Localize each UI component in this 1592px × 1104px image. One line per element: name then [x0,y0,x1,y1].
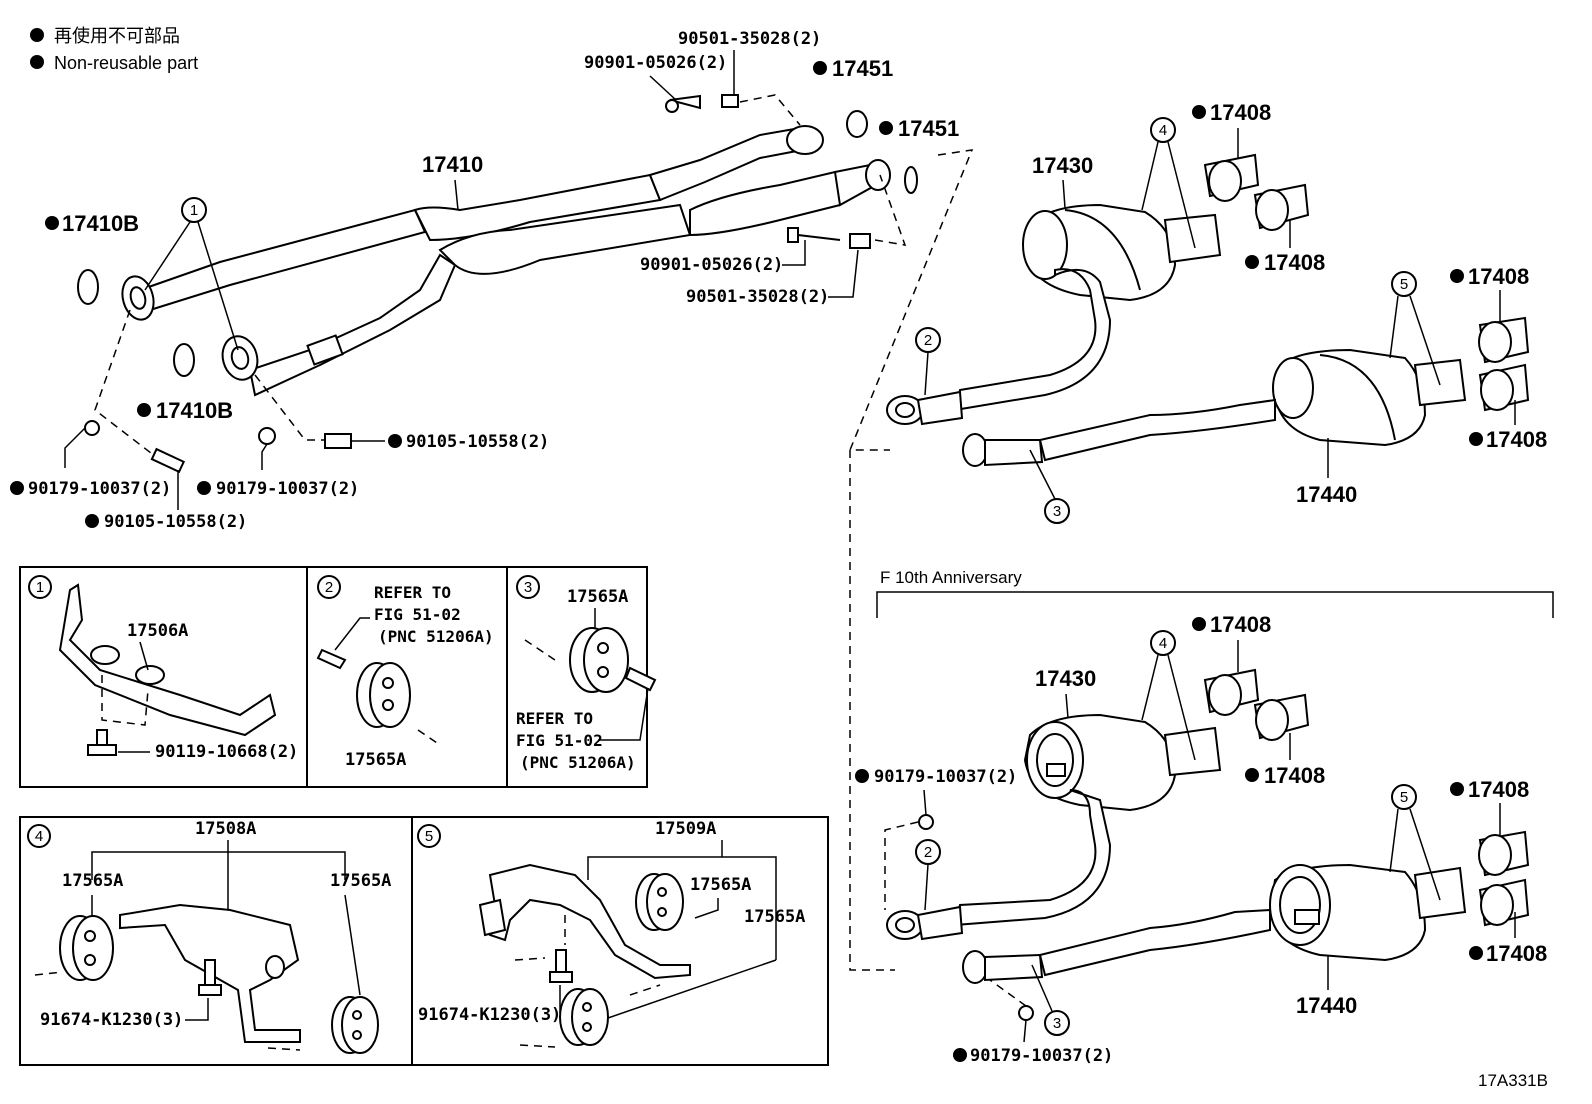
part-label-17451-2: 17451 [898,116,959,141]
legend-dot-icon [953,1048,967,1062]
callout-2-variant: 2 [924,844,932,861]
part-label-17408-a: 17408 [1210,100,1271,125]
part-label-17451: 17451 [832,56,893,81]
refer-line2-box3: FIG 51-02 [516,731,603,750]
front-pipe-assembly [121,125,891,397]
callout-1: 1 [190,202,198,219]
part-label-90501-top: 90501-35028(2) [678,29,821,49]
legend-dot-icon [30,55,44,69]
detail-callout-5: 5 [425,828,433,845]
part-label-17565a-box3: 17565A [567,587,628,607]
legend-jp: 再使用不可部品 [54,26,180,46]
part-label-17410b: 17410B [62,211,139,236]
muffler-assembly-standard [886,153,1530,467]
part-label-17430: 17430 [1032,153,1093,178]
refer-line1-box3: REFER TO [516,709,593,728]
part-label-90179-left: 90179-10037(2) [28,479,171,499]
refer-line3-box3: (PNC 51206A) [520,753,636,772]
callout-5-variant: 5 [1400,789,1408,806]
legend-dot-icon [1192,617,1206,631]
part-label-90901-right: 90901-05026(2) [640,255,783,275]
part-label-17408-e: 17408 [1210,612,1271,637]
part-label-17565a-box4-left: 17565A [62,871,123,891]
figure-code: 17A331B [1478,1071,1548,1090]
rubber-hanger-17565a-box3 [569,627,629,693]
legend-dot-icon [10,481,24,495]
refer-line3-box2: (PNC 51206A) [378,627,494,646]
part-label-17509a: 17509A [655,819,716,839]
rubber-hanger-17565a-box5a [635,873,684,931]
refer-line2-box2: FIG 51-02 [374,605,461,624]
gasket-17410b [173,343,195,377]
part-label-90119: 90119-10668(2) [155,742,298,762]
part-label-17565a-box4-right: 17565A [330,871,391,891]
legend-dot-icon [855,769,869,783]
part-label-17408-h: 17408 [1486,941,1547,966]
part-label-17430-variant: 17430 [1035,666,1096,691]
part-label-17410: 17410 [422,152,483,177]
part-label-90501-right: 90501-35028(2) [686,287,829,307]
detail-callout-2: 2 [325,579,333,596]
legend-dot-icon [1450,782,1464,796]
legend-dot-icon [879,121,893,135]
part-label-90179-variant-bottom: 90179-10037(2) [970,1046,1113,1066]
part-label-17408-f: 17408 [1264,763,1325,788]
part-label-90105-mid: 90105-10558(2) [406,432,549,452]
legend-dot-icon [1469,432,1483,446]
part-label-91674-box4: 91674-K1230(3) [40,1010,183,1030]
part-label-90901-top: 90901-05026(2) [584,53,727,73]
part-label-91674-box5: 91674-K1230(3) [418,1005,561,1025]
callout-3-variant: 3 [1053,1015,1061,1032]
legend-dot-icon [137,403,151,417]
legend-dot-icon [1450,269,1464,283]
part-label-17565a-box2: 17565A [345,750,406,770]
legend-dot-icon [388,434,402,448]
callout-3: 3 [1053,503,1061,520]
callout-2: 2 [924,332,932,349]
part-label-17508a: 17508A [195,819,256,839]
part-label-17408-d: 17408 [1486,427,1547,452]
legend-dot-icon [30,28,44,42]
legend-dot-icon [813,61,827,75]
refer-line1-box2: REFER TO [374,583,451,602]
variant-label: F 10th Anniversary [880,568,1022,587]
part-label-17565a-box5-a: 17565A [690,875,751,895]
legend-dot-icon [45,216,59,230]
part-label-17565a-box5-b: 17565A [744,907,805,927]
callout-4: 4 [1159,122,1167,139]
part-label-17506a: 17506A [127,621,188,641]
gasket-17410b [77,269,99,305]
detail-callout-4: 4 [35,828,43,845]
legend-dot-icon [197,481,211,495]
callout-5: 5 [1400,276,1408,293]
part-label-17440-variant: 17440 [1296,993,1357,1018]
part-label-90179-mid: 90179-10037(2) [216,479,359,499]
detail-callout-1: 1 [36,579,44,596]
rubber-hanger-17565a-box4b [331,996,379,1054]
rubber-hanger-17565a [356,662,411,728]
rubber-hanger-17565a-box5b [559,988,609,1046]
part-label-17408-c: 17408 [1468,264,1529,289]
part-label-17408-g: 17408 [1468,777,1529,802]
bracket-17506a [58,583,277,737]
detail-callout-3: 3 [524,579,532,596]
part-label-17410b-2: 17410B [156,398,233,423]
legend-dot-icon [1245,768,1259,782]
part-label-90179-variant-top: 90179-10037(2) [874,767,1017,787]
legend-dot-icon [1245,255,1259,269]
rubber-hanger-17565a-box4a [59,915,114,981]
part-label-17408-b: 17408 [1264,250,1325,275]
bracket-17509a [478,863,691,980]
muffler-assembly-anniversary [886,668,1530,1021]
legend-en: Non-reusable part [54,53,198,73]
legend-dot-icon [1192,105,1206,119]
legend-dot-icon [85,514,99,528]
part-label-90105-left: 90105-10558(2) [104,512,247,532]
part-label-17440: 17440 [1296,482,1357,507]
callout-4-variant: 4 [1159,635,1167,652]
legend-dot-icon [1469,946,1483,960]
